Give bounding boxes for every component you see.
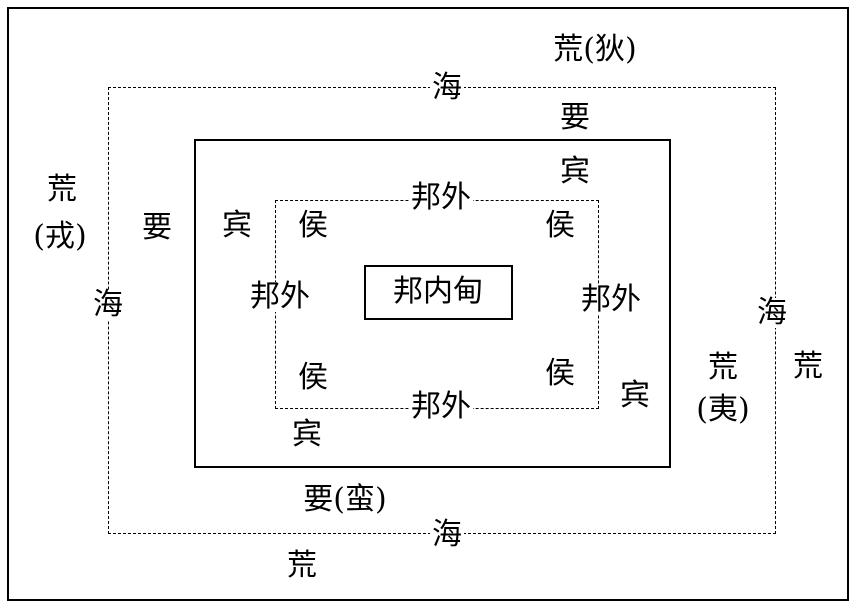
label-hai-top: 海 [430, 70, 464, 105]
label-yao-top: 要 [560, 100, 590, 135]
label-huang-rong: 荒 [47, 172, 77, 207]
label-bin-bottom: 宾 [292, 417, 322, 452]
label-yi: (夷) [696, 392, 750, 427]
label-huang-bottom: 荒 [287, 548, 317, 583]
diagram-frame [7, 7, 849, 601]
label-yao-left: 要 [142, 210, 172, 245]
label-bin-top: 宾 [558, 154, 592, 189]
label-bangwai-top: 邦外 [409, 180, 473, 215]
label-hai-left: 海 [91, 287, 125, 322]
label-hou-bl: 侯 [298, 360, 328, 395]
label-yao-man: 要(蛮) [303, 482, 387, 517]
label-rong: (戎) [33, 219, 87, 254]
label-bin-left: 宾 [222, 208, 252, 243]
label-bangwai-bottom: 邦外 [409, 389, 473, 424]
label-hai-right: 海 [755, 295, 789, 330]
label-huang-right: 荒 [793, 349, 823, 384]
label-huang-yi: 荒 [708, 350, 738, 385]
label-bangwai-right: 邦外 [579, 282, 643, 317]
label-bin-right: 宾 [620, 378, 650, 413]
label-bangwai-left: 邦外 [248, 279, 312, 314]
label-hou-tl: 侯 [298, 208, 328, 243]
label-bangnei: 邦内甸 [391, 274, 485, 309]
bangwai-boundary-solid [194, 139, 671, 468]
label-huang-di: 荒(狄) [553, 32, 637, 67]
label-hou-br: 侯 [545, 356, 575, 391]
label-hai-bottom: 海 [430, 517, 464, 552]
label-hou-tr: 侯 [545, 208, 575, 243]
